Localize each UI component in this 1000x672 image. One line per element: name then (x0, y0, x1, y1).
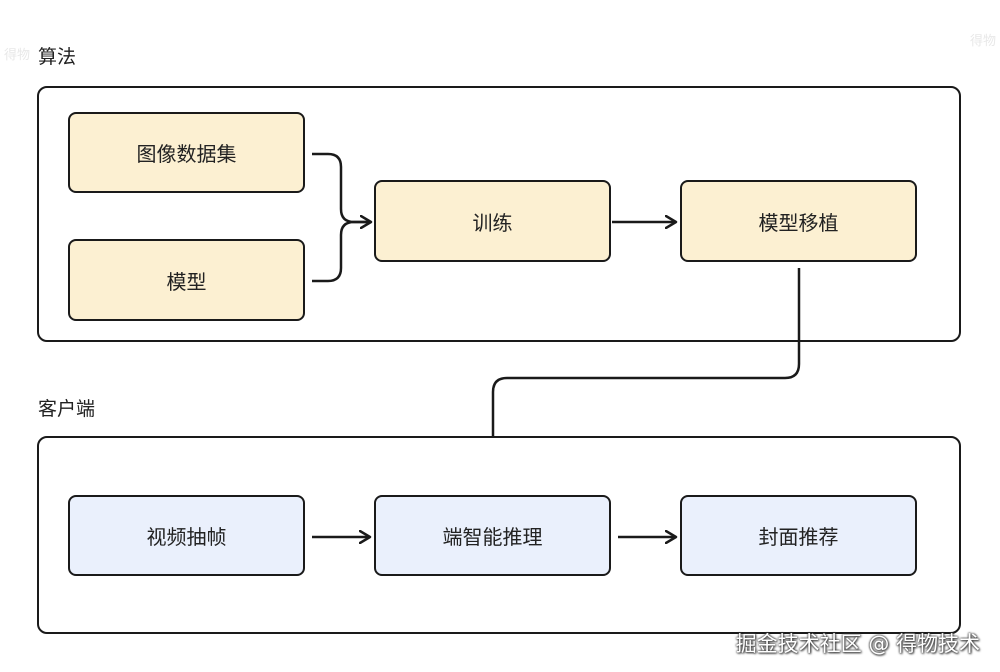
corner-watermark-left: 得物 (4, 48, 31, 63)
node-training: 训练 (374, 180, 611, 262)
node-model-porting: 模型移植 (680, 180, 917, 262)
corner-watermark-right: 得物 (969, 34, 996, 49)
node-edge-inference: 端智能推理 (374, 495, 611, 576)
watermark-text: 掘金技术社区 @ 得物技术 (735, 632, 980, 656)
node-image-dataset: 图像数据集 (68, 112, 305, 193)
node-cover-recommendation: 封面推荐 (680, 495, 917, 576)
edge-model-to-training (312, 220, 371, 283)
section-label-client: 客户端 (38, 398, 96, 420)
node-model: 模型 (68, 239, 305, 321)
node-video-frame-extraction: 视频抽帧 (68, 495, 305, 576)
edge-dataset-to-training (312, 152, 371, 222)
section-label-algorithm: 算法 (38, 46, 77, 68)
edge-porting-to-client (491, 268, 801, 437)
